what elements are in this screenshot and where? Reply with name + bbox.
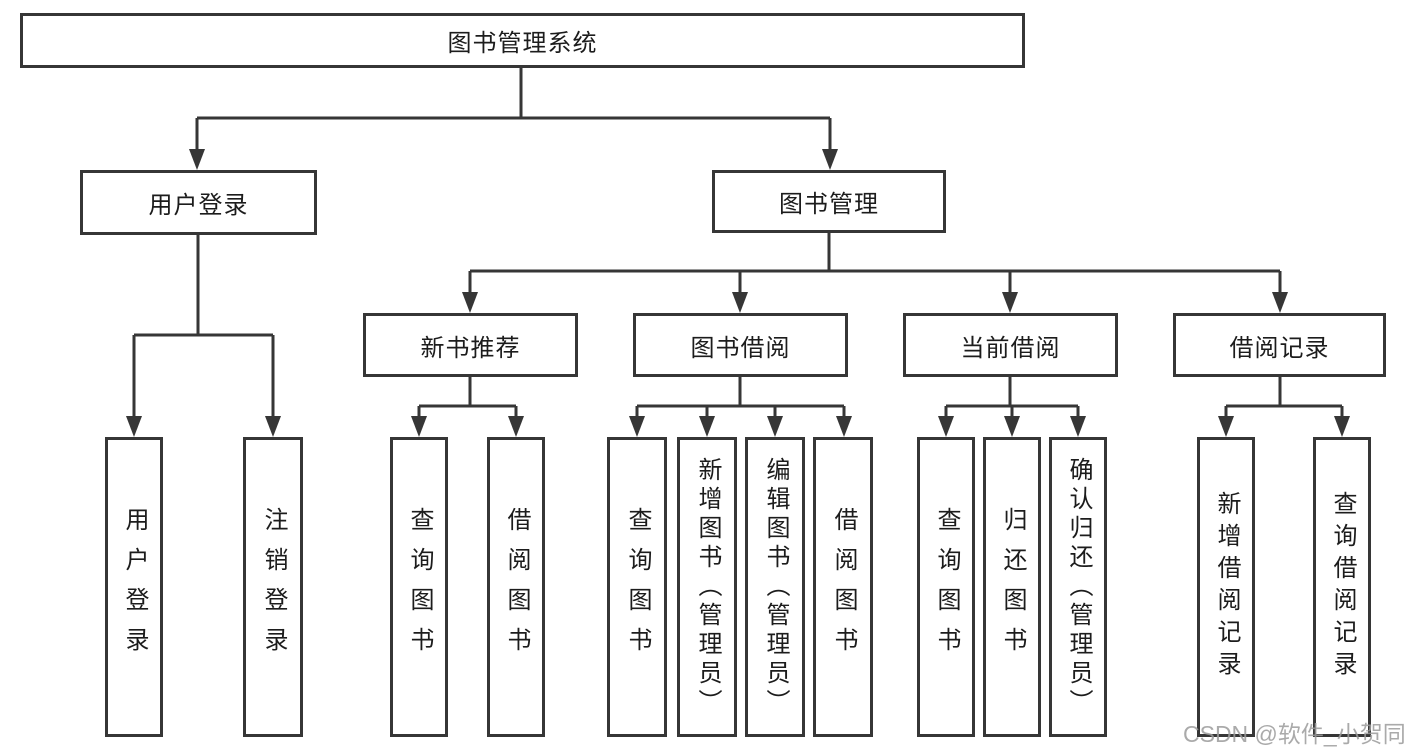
leaf-user-login-label: 用户登录 — [121, 507, 148, 667]
leaf-borrow-books-recommend-label: 借阅图书 — [503, 507, 530, 667]
node-borrowing-records: 借阅记录 — [1173, 313, 1386, 377]
leaf-edit-books-admin: 编辑图书（管理员） — [745, 437, 805, 737]
node-library-management-system: 图书管理系统 — [20, 13, 1025, 68]
leaf-borrow-books-borrowing-label: 借阅图书 — [830, 507, 857, 667]
leaf-query-borrow-record: 查询借阅记录 — [1313, 437, 1371, 737]
leaf-borrow-books-recommend: 借阅图书 — [487, 437, 545, 737]
node-new-book-recommend: 新书推荐 — [363, 313, 578, 377]
leaf-user-login: 用户登录 — [105, 437, 163, 737]
leaf-logout: 注销登录 — [243, 437, 303, 737]
leaf-edit-books-admin-label: 编辑图书（管理员） — [762, 456, 789, 718]
leaf-query-borrow-record-label: 查询借阅记录 — [1329, 491, 1356, 683]
node-user-login: 用户登录 — [80, 170, 317, 235]
leaf-add-books-admin-label: 新增图书（管理员） — [694, 456, 721, 718]
leaf-query-books-borrowing-label: 查询图书 — [624, 507, 651, 667]
node-book-borrowing: 图书借阅 — [633, 313, 848, 377]
leaf-query-books-recommend-label: 查询图书 — [406, 507, 433, 667]
node-current-borrowing: 当前借阅 — [903, 313, 1118, 377]
leaf-query-books-current-label: 查询图书 — [933, 507, 960, 667]
leaf-query-books-borrowing: 查询图书 — [607, 437, 667, 737]
leaf-add-borrow-record: 新增借阅记录 — [1197, 437, 1255, 737]
leaf-query-books-current: 查询图书 — [917, 437, 975, 737]
leaf-return-books-label: 归还图书 — [999, 507, 1026, 667]
leaf-add-books-admin: 新增图书（管理员） — [677, 437, 737, 737]
csdn-watermark: CSDN @软件_小贺同学 — [1183, 721, 1405, 747]
leaf-add-borrow-record-label: 新增借阅记录 — [1213, 491, 1240, 683]
leaf-borrow-books-borrowing: 借阅图书 — [813, 437, 873, 737]
leaf-return-books: 归还图书 — [983, 437, 1041, 737]
leaf-query-books-recommend: 查询图书 — [390, 437, 448, 737]
leaf-confirm-return-admin: 确认归还（管理员） — [1049, 437, 1107, 737]
node-book-management: 图书管理 — [712, 170, 946, 233]
leaf-confirm-return-admin-label: 确认归还（管理员） — [1065, 456, 1092, 718]
leaf-logout-label: 注销登录 — [260, 507, 287, 667]
